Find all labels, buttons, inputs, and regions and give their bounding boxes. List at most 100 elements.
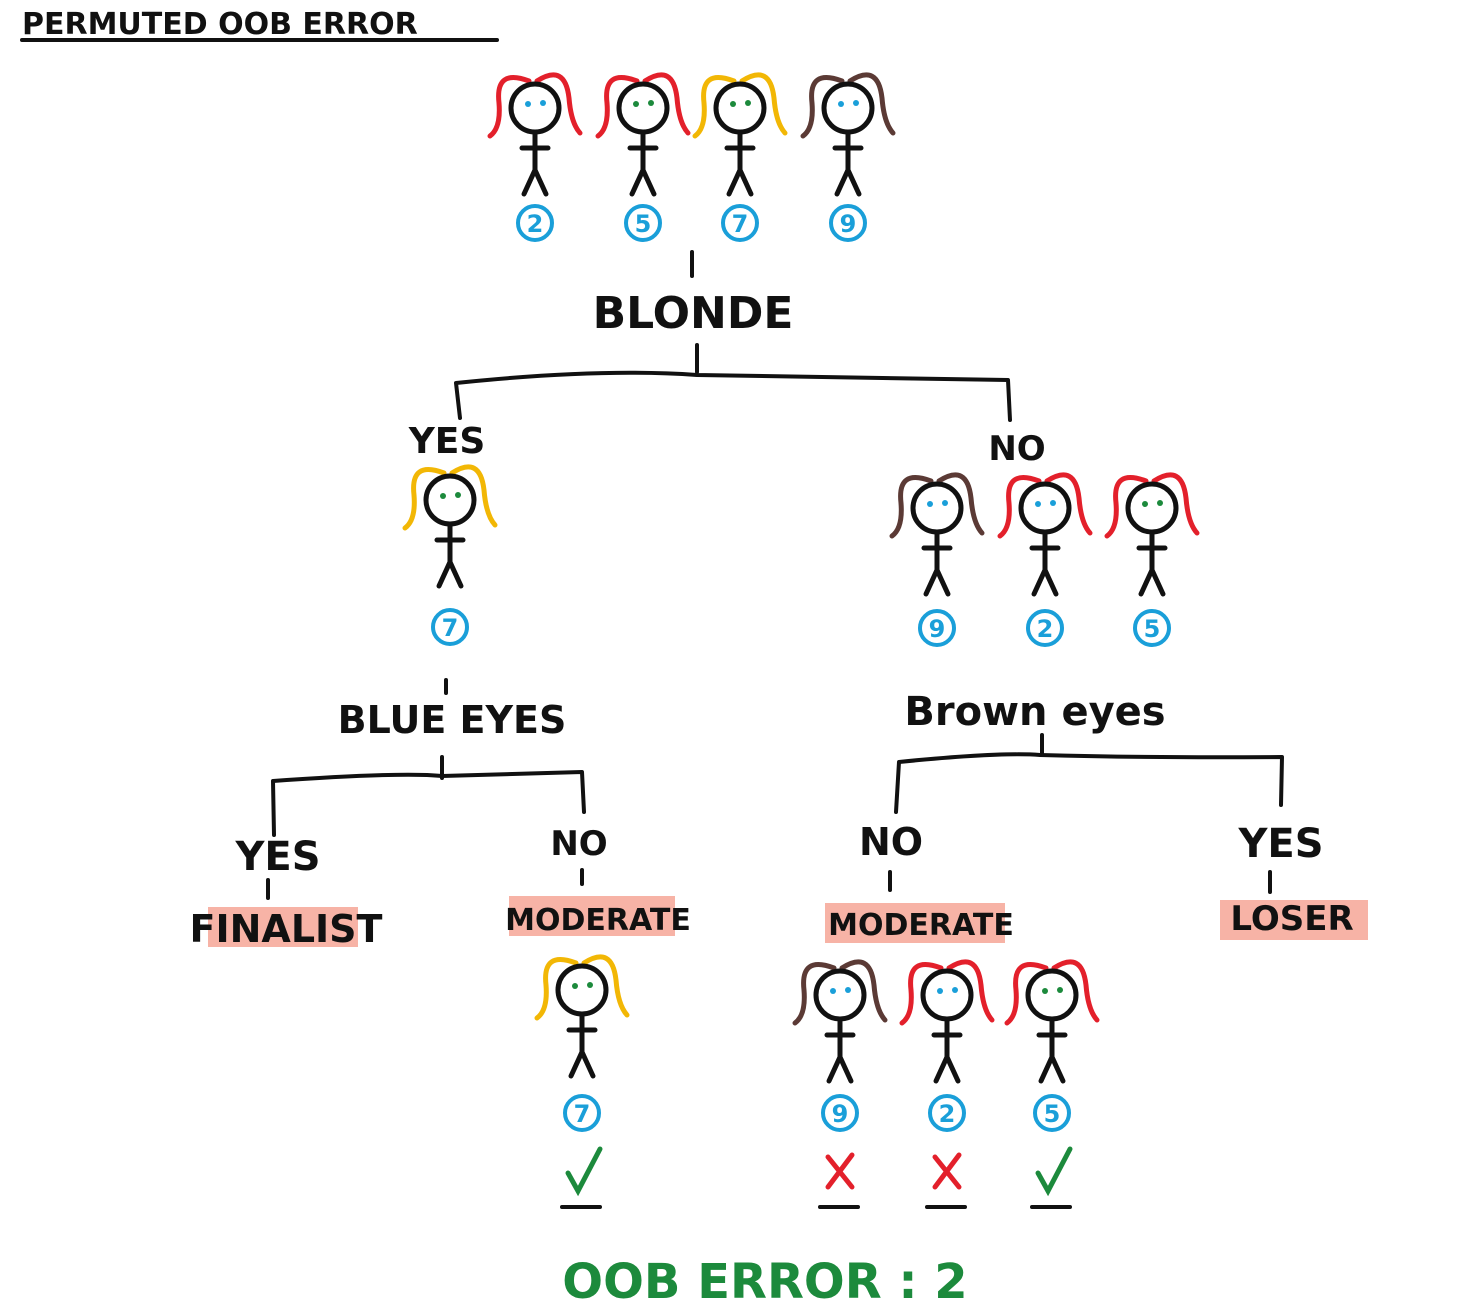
eye — [730, 101, 736, 107]
body — [921, 529, 953, 597]
node-label-blue-eyes: BLUE EYES — [338, 698, 567, 742]
person-number: 2 — [1037, 615, 1054, 643]
person-number: 5 — [635, 210, 652, 238]
number-circle — [1133, 609, 1171, 647]
person-number: 7 — [574, 1100, 591, 1128]
cross-icon — [825, 1152, 855, 1190]
body — [1036, 1016, 1068, 1084]
hair-right — [847, 72, 896, 136]
hair-left — [534, 957, 579, 1021]
diagram-title: PERMUTED OOB ERROR — [22, 7, 418, 42]
number-circle — [918, 609, 956, 647]
person-number: 9 — [832, 1100, 849, 1128]
eye — [845, 987, 851, 993]
oob-error-result: OOB ERROR : 2 — [562, 1254, 967, 1310]
person-number: 9 — [840, 210, 857, 238]
hair-right — [449, 464, 498, 528]
number-circle — [563, 1094, 601, 1132]
eye — [633, 101, 639, 107]
body — [931, 1016, 963, 1084]
number-circle — [624, 204, 662, 242]
person-figure: 9 — [800, 72, 896, 242]
eye — [1157, 500, 1163, 506]
branch-label-no: NO — [988, 429, 1045, 469]
eye — [540, 100, 546, 106]
hair-left — [595, 75, 640, 139]
number-circle — [431, 608, 469, 646]
head — [713, 81, 767, 135]
head — [616, 81, 670, 135]
person-figure: 2 — [487, 72, 583, 242]
node-label-brown-eyes: Brown eyes — [904, 689, 1165, 735]
hair-left — [800, 75, 845, 139]
hair-left — [487, 75, 532, 139]
person-number: 5 — [1144, 615, 1161, 643]
person-number: 5 — [1044, 1100, 1061, 1128]
eye — [853, 100, 859, 106]
branch-label-yes: YES — [1237, 821, 1323, 867]
person-figure: 7 — [402, 464, 498, 646]
eye — [572, 983, 578, 989]
hair-right — [1051, 959, 1100, 1023]
person-number: 2 — [939, 1100, 956, 1128]
head — [821, 81, 875, 135]
eye — [952, 987, 958, 993]
number-circle — [1026, 609, 1064, 647]
body — [824, 1016, 856, 1084]
eye — [745, 100, 751, 106]
head — [555, 963, 609, 1017]
eye — [1057, 987, 1063, 993]
check-icon — [565, 1146, 603, 1197]
check-icon — [1035, 1146, 1073, 1197]
hair-left — [997, 475, 1042, 539]
person-number: 2 — [527, 210, 544, 238]
eye — [942, 500, 948, 506]
head — [1125, 481, 1179, 535]
leaf-moderate: MODERATE — [828, 908, 1014, 943]
head — [508, 81, 562, 135]
eye — [587, 982, 593, 988]
head — [813, 968, 867, 1022]
body — [832, 129, 864, 197]
eye — [1042, 988, 1048, 994]
hair-right — [936, 472, 985, 536]
body — [1136, 529, 1168, 597]
leaf-highlight — [509, 896, 675, 936]
hair-left — [889, 475, 934, 539]
person-figure: 2 — [899, 959, 995, 1209]
body — [519, 129, 551, 197]
body — [566, 1011, 598, 1079]
head — [1025, 968, 1079, 1022]
leaf-highlight — [825, 903, 1005, 943]
eye — [455, 492, 461, 498]
people-layer: 2 5 7 9 7 9 2 5 7 9 2 5 — [402, 72, 1200, 1209]
person-number: 9 — [929, 615, 946, 643]
cross-icon — [932, 1152, 962, 1190]
branch-label-no: NO — [550, 824, 607, 864]
number-circle — [821, 1094, 859, 1132]
branch-label-yes: YES — [234, 834, 320, 880]
number-circle — [1033, 1094, 1071, 1132]
eye — [525, 101, 531, 107]
eye — [838, 101, 844, 107]
eye — [937, 988, 943, 994]
person-figure: 9 — [792, 959, 888, 1209]
head — [910, 481, 964, 535]
head — [1018, 481, 1072, 535]
hair-left — [402, 467, 447, 531]
leaf-highlight — [208, 907, 358, 947]
body — [1029, 529, 1061, 597]
hair-right — [839, 959, 888, 1023]
eye — [1035, 501, 1041, 507]
number-circle — [721, 204, 759, 242]
hair-right — [739, 72, 788, 136]
body — [724, 129, 756, 197]
number-circle — [516, 204, 554, 242]
person-figure: 5 — [1004, 959, 1100, 1209]
eye — [1050, 500, 1056, 506]
tree-edges — [266, 250, 1284, 900]
person-figure: 7 — [692, 72, 788, 242]
number-circle — [928, 1094, 966, 1132]
person-figure: 9 — [889, 472, 985, 647]
